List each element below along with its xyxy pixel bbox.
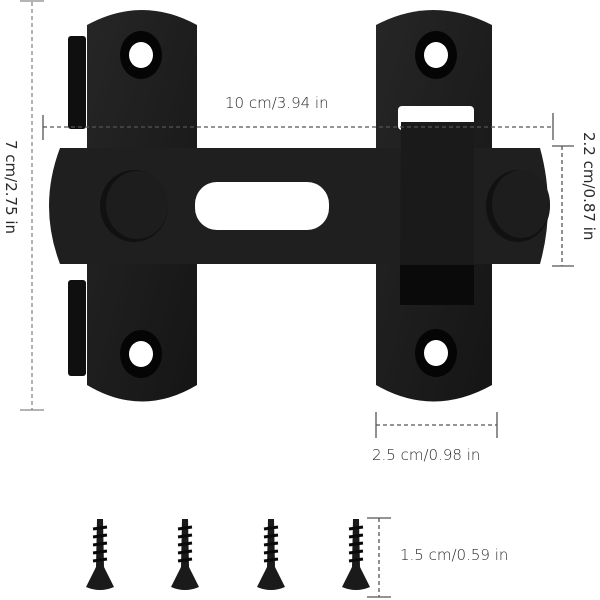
bar-slot: [195, 182, 329, 230]
bar-height-dimension-label: 2.2 cm/0.87 in: [580, 132, 598, 241]
screw-hole-icon: [120, 31, 162, 79]
right-knob: [486, 170, 550, 242]
height-dimension-label: 7 cm/2.75 in: [2, 140, 20, 235]
screw-length-dimension-label: 1.5 cm/0.59 in: [400, 546, 509, 564]
left-plate-flange: [68, 36, 86, 376]
screw-icon: [342, 519, 370, 590]
screw-hole-icon: [120, 330, 162, 378]
screw-length-dimension-line: [367, 517, 391, 598]
screw-icon: [86, 519, 114, 590]
screw-hole-icon: [415, 31, 457, 79]
width-dimension-line: [42, 113, 554, 140]
screw-hole-icon: [415, 329, 457, 377]
screw-icon: [171, 519, 199, 590]
bar-height-dimension-line: [552, 145, 574, 267]
screw-icon: [257, 519, 285, 590]
plate-width-dimension-line: [375, 412, 498, 438]
left-knob: [100, 170, 168, 242]
plate-width-dimension-label: 2.5 cm/0.98 in: [372, 446, 481, 464]
keeper-staple: [400, 122, 474, 303]
height-dimension-line: [20, 0, 44, 411]
width-dimension-label: 10 cm/3.94 in: [225, 94, 329, 112]
